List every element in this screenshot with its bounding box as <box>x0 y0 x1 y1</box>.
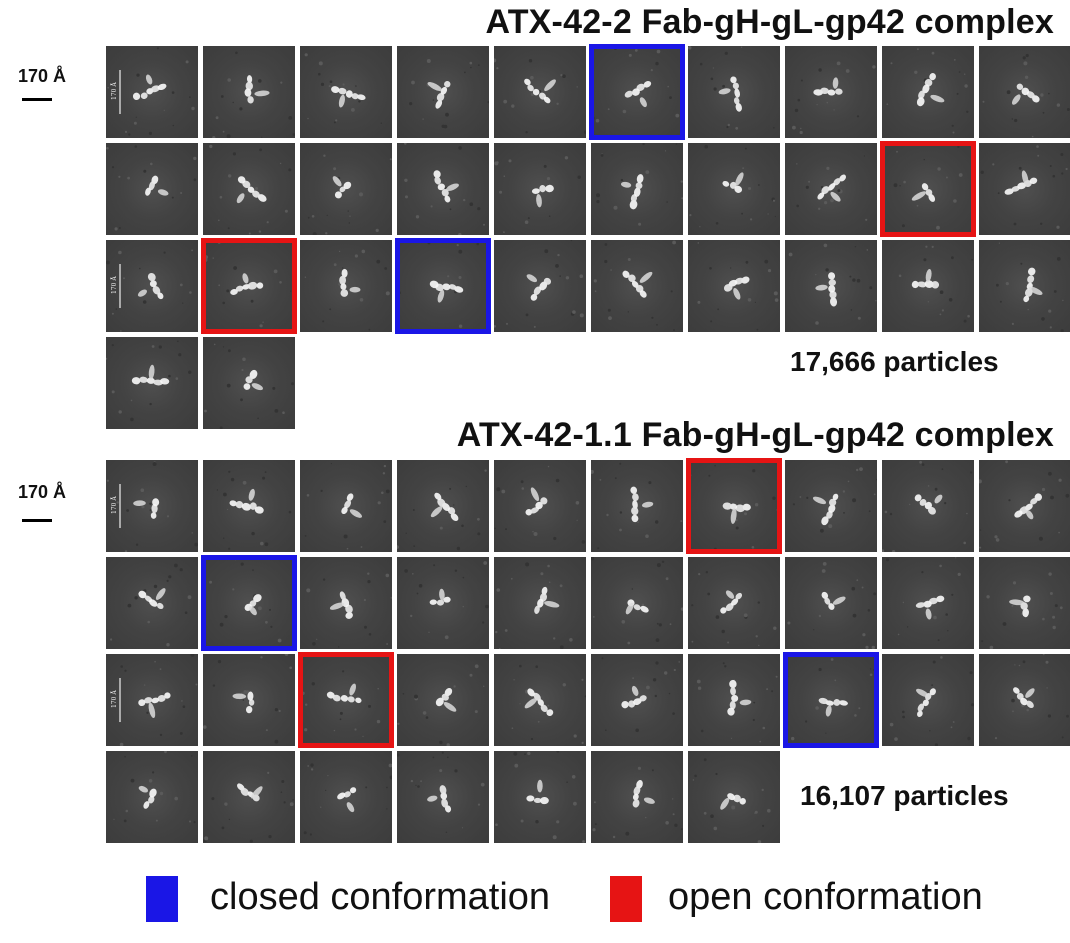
class-average-image <box>882 143 974 235</box>
class-average-image <box>591 46 683 138</box>
class-average-image <box>494 654 586 746</box>
class-average-image <box>688 654 780 746</box>
class-average-image: 170 Å <box>106 460 198 552</box>
class-average-image <box>106 143 198 235</box>
class-average-image <box>688 46 780 138</box>
class-average-image <box>494 557 586 649</box>
class-average-image <box>882 460 974 552</box>
class-average-image <box>300 557 392 649</box>
class-average-image <box>397 46 489 138</box>
class-average-image <box>300 654 392 746</box>
panel-1-scale-label: 170 Å <box>18 66 67 86</box>
class-average-image <box>688 751 780 843</box>
class-average-image: 170 Å <box>106 240 198 332</box>
svg-text:170 Å: 170 Å <box>110 82 118 100</box>
legend-open-label: open conformation <box>668 876 983 918</box>
class-average-image <box>397 751 489 843</box>
class-average-image <box>591 557 683 649</box>
class-average-image <box>494 143 586 235</box>
class-average-image <box>979 557 1070 649</box>
class-average-image <box>882 240 974 332</box>
class-average-image <box>785 240 877 332</box>
class-average-image <box>397 460 489 552</box>
class-average-image <box>203 337 295 429</box>
class-average-image <box>591 460 683 552</box>
class-average-image <box>397 143 489 235</box>
class-average-image <box>979 240 1070 332</box>
class-average-image <box>494 751 586 843</box>
class-average-image: 170 Å <box>106 654 198 746</box>
legend-closed-swatch <box>146 876 178 922</box>
panel-2-title: ATX-42-1.1 Fab-gH-gL-gp42 complex <box>456 416 1054 454</box>
class-average-image <box>591 240 683 332</box>
class-average-image <box>688 557 780 649</box>
class-average-image <box>106 557 198 649</box>
class-average-image <box>591 654 683 746</box>
class-average-image <box>785 557 877 649</box>
class-average-image <box>203 460 295 552</box>
class-average-image <box>300 240 392 332</box>
class-average-image <box>591 143 683 235</box>
class-average-image <box>494 460 586 552</box>
class-average-image <box>979 46 1070 138</box>
legend-open-swatch <box>610 876 642 922</box>
class-average-image <box>106 751 198 843</box>
class-average-image <box>203 751 295 843</box>
class-average-image <box>397 557 489 649</box>
class-average-image <box>688 143 780 235</box>
class-average-image <box>882 654 974 746</box>
panel-1-particle-count: 17,666 particles <box>790 346 999 377</box>
class-average-image <box>300 143 392 235</box>
panel-1-scale-bar <box>22 98 52 101</box>
class-average-image <box>688 460 780 552</box>
panel-2-scale-bar <box>22 519 52 522</box>
svg-text:170 Å: 170 Å <box>110 690 118 708</box>
class-average-image <box>203 654 295 746</box>
class-average-image <box>106 337 198 429</box>
class-average-image <box>494 240 586 332</box>
class-average-image <box>397 654 489 746</box>
class-average-image <box>979 654 1070 746</box>
class-average-image <box>300 751 392 843</box>
class-average-image <box>494 46 586 138</box>
class-average-image: 170 Å <box>106 46 198 138</box>
class-average-image <box>203 46 295 138</box>
class-average-image <box>785 143 877 235</box>
legend-closed-label: closed conformation <box>210 876 551 918</box>
svg-text:170 Å: 170 Å <box>110 276 118 294</box>
svg-text:170 Å: 170 Å <box>110 496 118 514</box>
class-average-image <box>882 46 974 138</box>
class-average-image <box>882 557 974 649</box>
class-average-image <box>203 143 295 235</box>
class-average-image <box>785 46 877 138</box>
class-average-image <box>979 460 1070 552</box>
class-average-image <box>979 143 1070 235</box>
class-average-image <box>203 240 295 332</box>
class-average-image <box>785 460 877 552</box>
panel-2-particle-count: 16,107 particles <box>800 780 1009 811</box>
class-average-image <box>591 751 683 843</box>
panel-2-scale-label: 170 Å <box>18 482 67 502</box>
class-average-image <box>203 557 295 649</box>
class-average-image <box>397 240 489 332</box>
class-average-image <box>688 240 780 332</box>
class-average-image <box>300 46 392 138</box>
class-average-image <box>300 460 392 552</box>
class-average-image <box>785 654 877 746</box>
panel-1-title: ATX-42-2 Fab-gH-gL-gp42 complex <box>485 3 1054 41</box>
